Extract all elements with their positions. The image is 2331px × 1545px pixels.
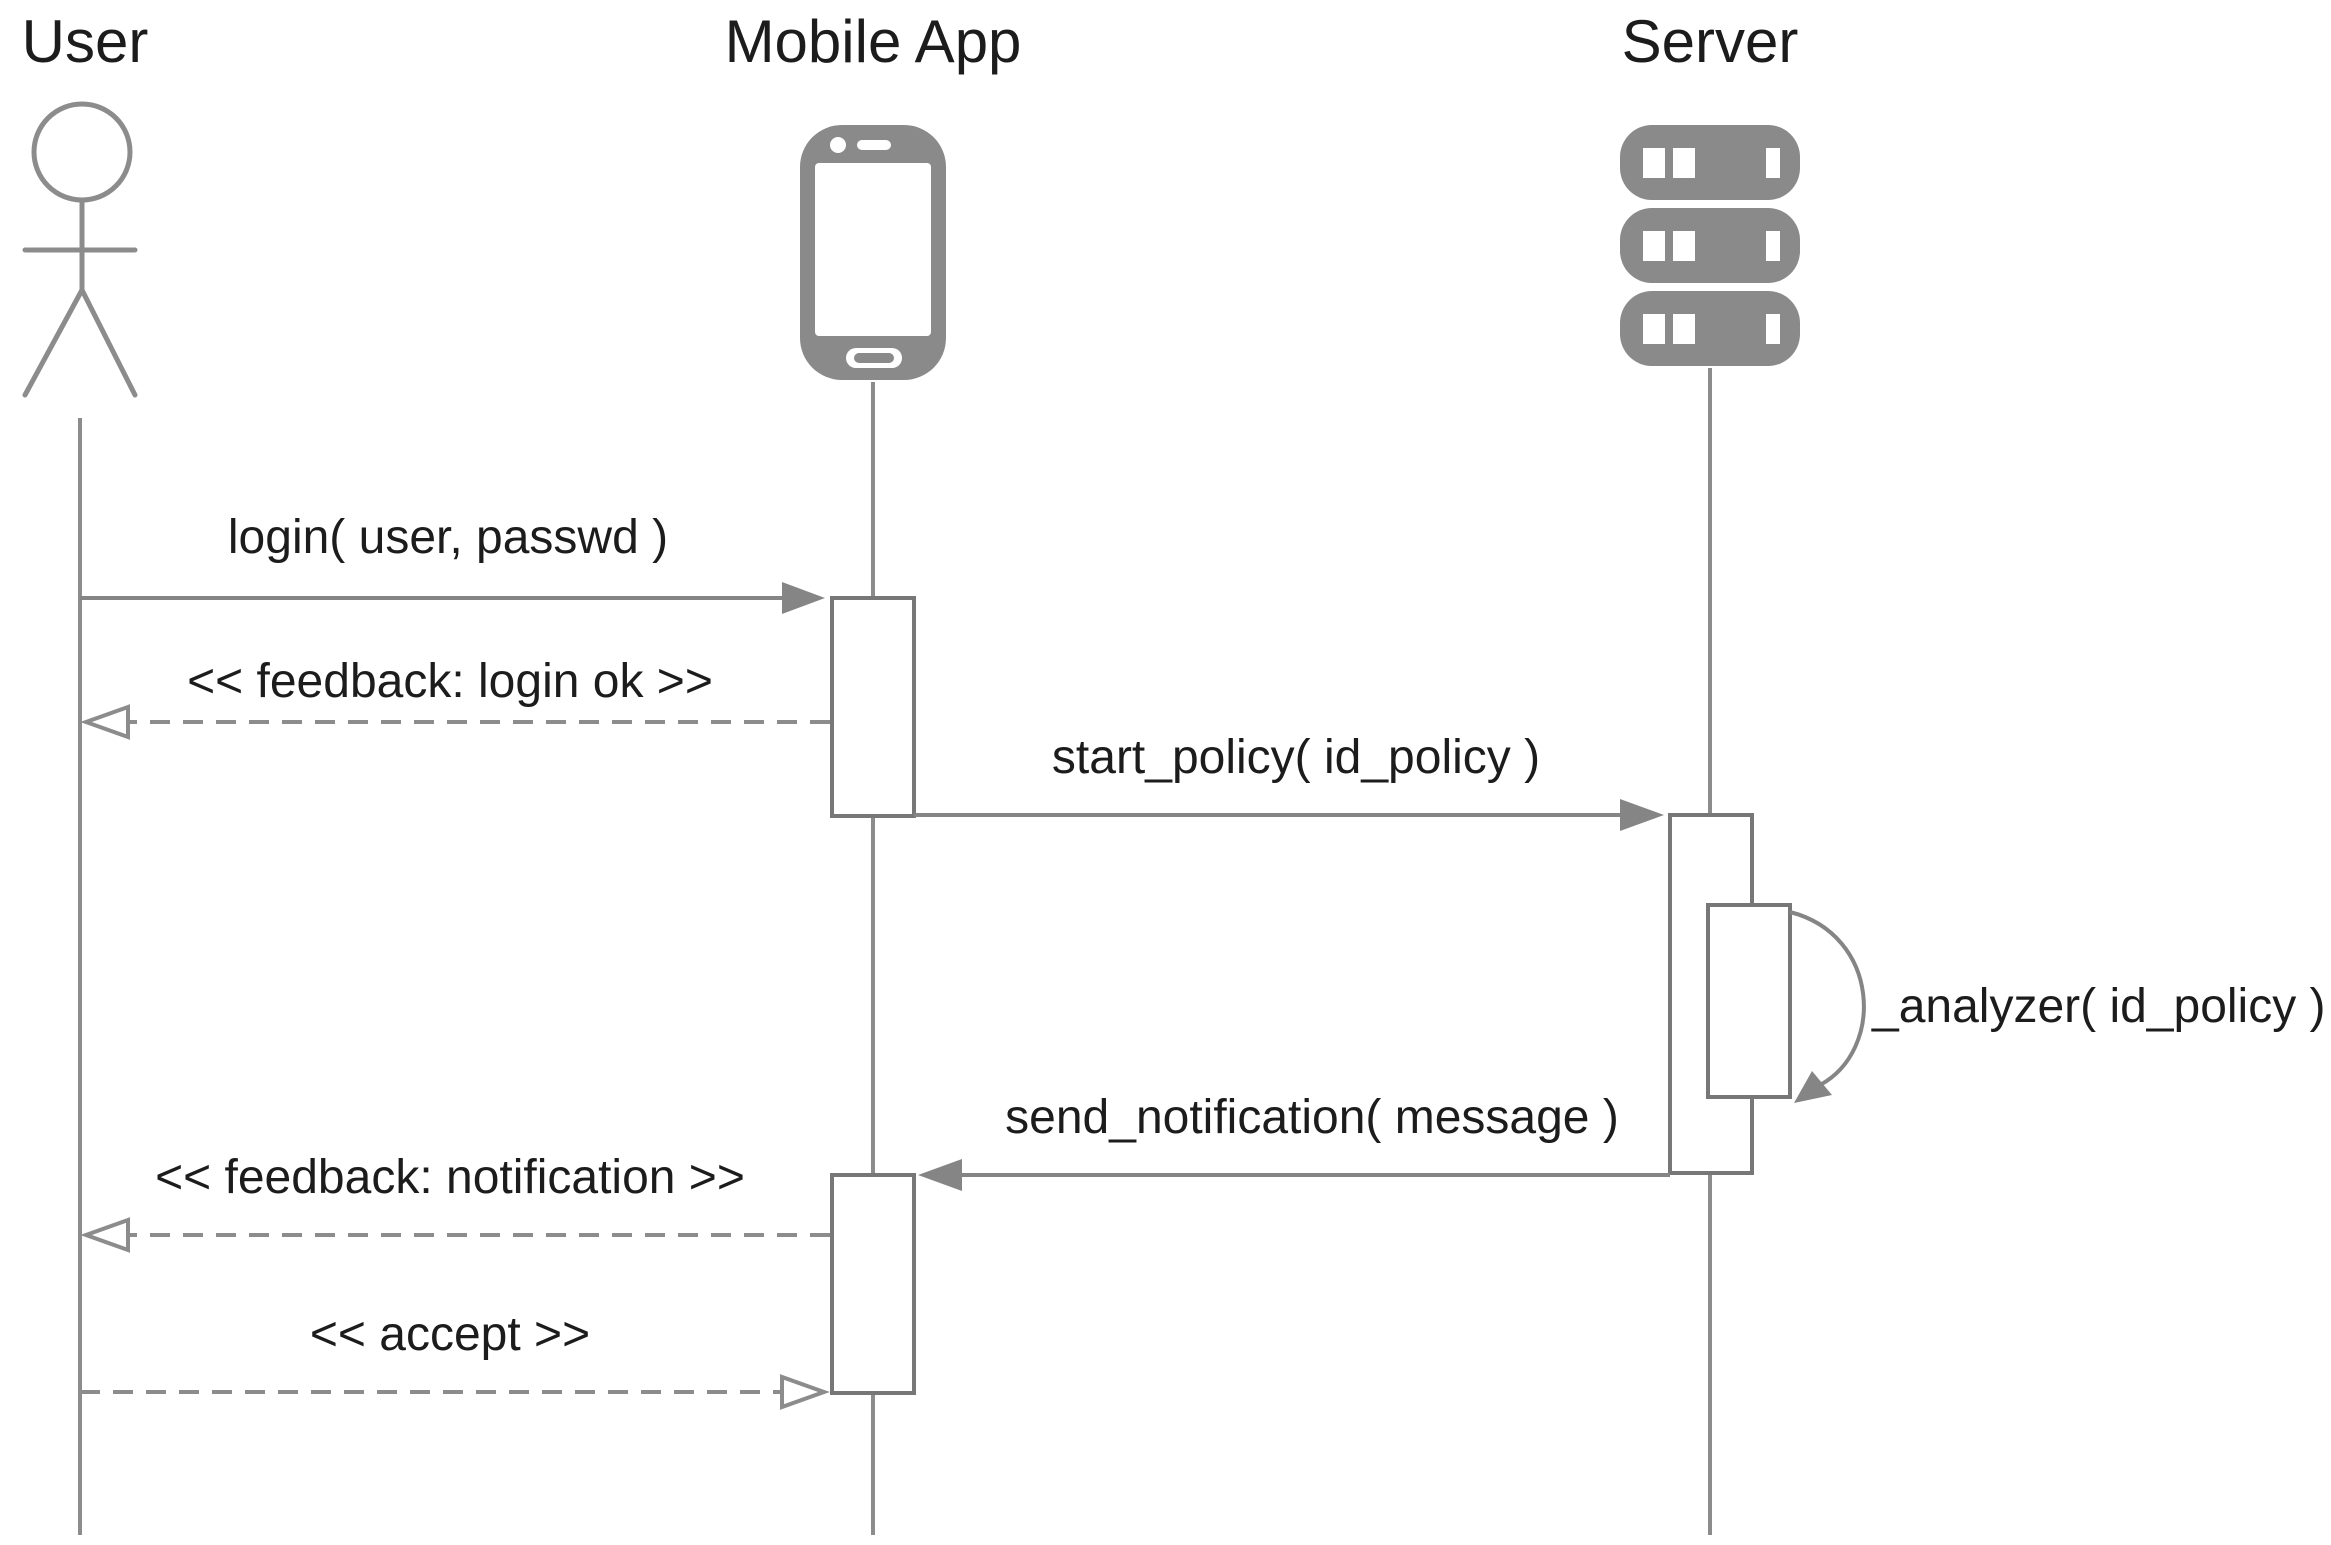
server-rack-icon bbox=[1620, 125, 1800, 366]
message-label-accept: << accept >> bbox=[310, 1308, 590, 1361]
message-send-notification: send_notification( message ) bbox=[918, 1091, 1670, 1191]
message-feedback-notification: << feedback: notification >> bbox=[80, 1151, 830, 1253]
activation-bar-server-analyzer bbox=[1706, 903, 1792, 1099]
message-label-analyzer: _analyzer( id_policy ) bbox=[1871, 980, 2326, 1033]
message-accept: << accept >> bbox=[80, 1308, 830, 1410]
message-label-feedback-login: << feedback: login ok >> bbox=[187, 655, 713, 708]
activation-bar-mobile-notification bbox=[830, 1173, 916, 1395]
activation-bar-mobile-login bbox=[830, 596, 916, 818]
message-feedback-login: << feedback: login ok >> bbox=[80, 655, 830, 740]
stick-figure-actor-icon bbox=[22, 101, 138, 398]
smartphone-icon bbox=[800, 125, 946, 380]
message-label-login: login( user, passwd ) bbox=[228, 511, 668, 564]
message-start-policy: start_policy( id_policy ) bbox=[914, 731, 1664, 831]
message-label-start-policy: start_policy( id_policy ) bbox=[1052, 731, 1540, 784]
participant-label-mobile-app: Mobile App bbox=[725, 8, 1022, 75]
message-login: login( user, passwd ) bbox=[80, 511, 825, 614]
participant-label-user: User bbox=[22, 8, 149, 75]
message-label-feedback-notification: << feedback: notification >> bbox=[155, 1151, 745, 1204]
message-label-send-notification: send_notification( message ) bbox=[1005, 1091, 1619, 1144]
participant-label-server: Server bbox=[1622, 8, 1799, 75]
message-analyzer-self-call: _analyzer( id_policy ) bbox=[1789, 910, 2326, 1103]
